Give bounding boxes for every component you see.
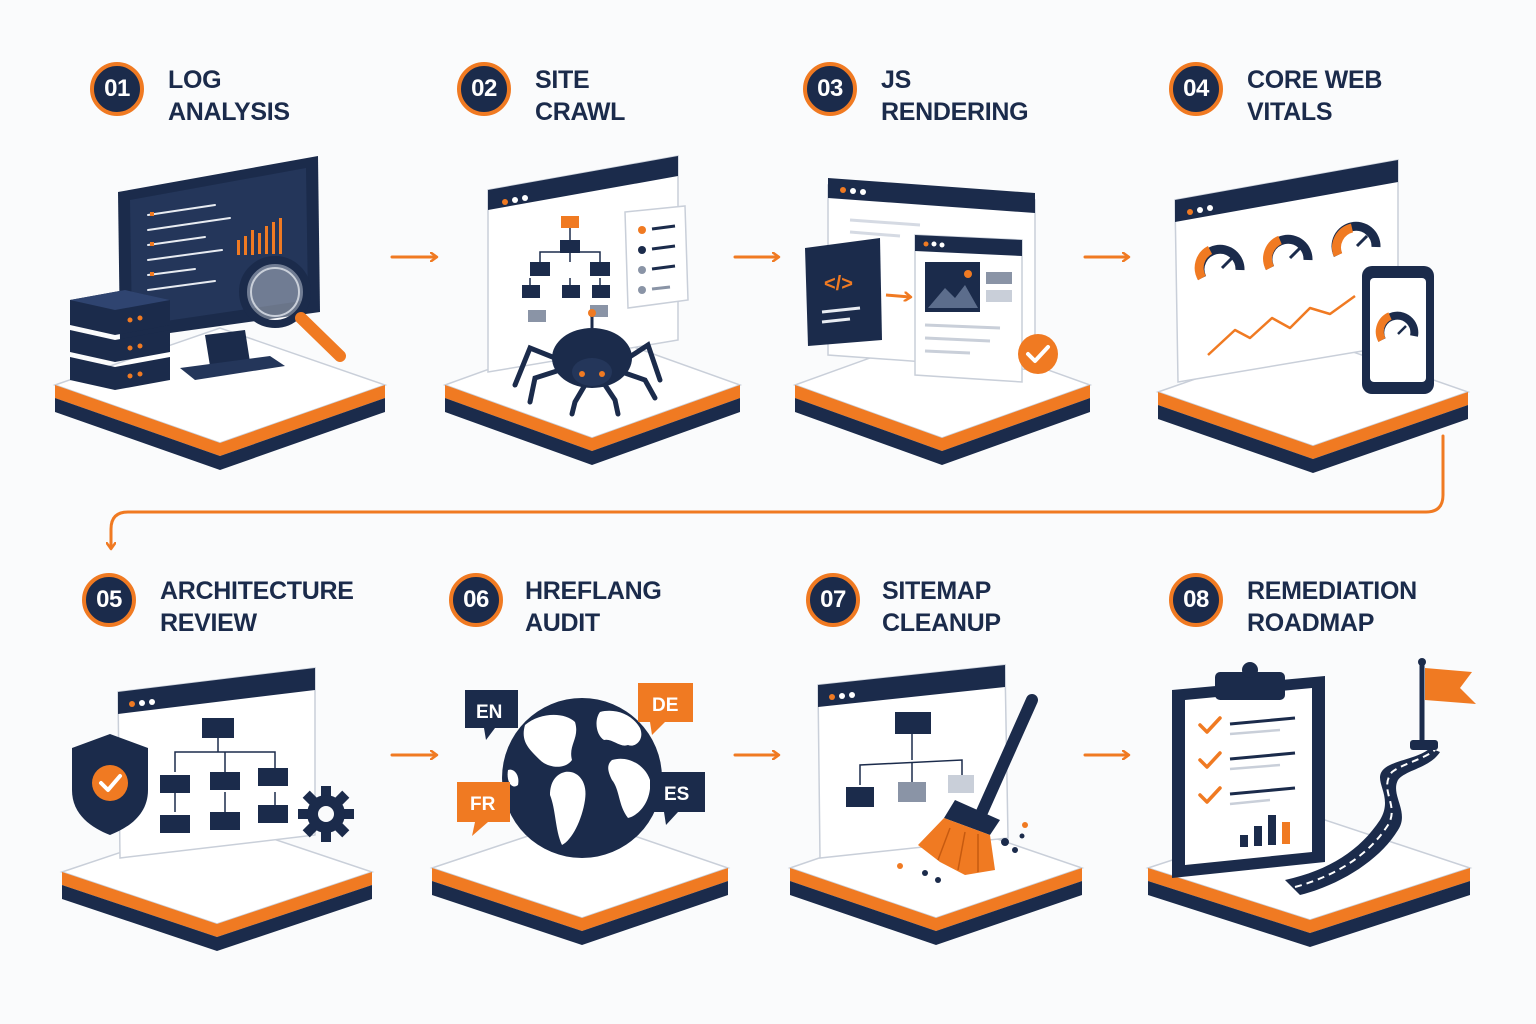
crawler-spider-icon <box>487 155 689 417</box>
language-tag-en: EN <box>476 702 502 723</box>
step-title: CORE WEB VITALS <box>1247 66 1383 126</box>
step-number-badge: 08 <box>1169 573 1223 627</box>
log-analysis-monitor-icon <box>70 156 346 390</box>
step-title: JS RENDERING <box>881 66 1029 126</box>
step-title: SITEMAP CLEANUP <box>882 577 1001 637</box>
language-tag-de: DE <box>652 695 678 716</box>
step-number-badge: 02 <box>457 62 511 116</box>
code-rendering-icon: </> <box>805 178 1058 383</box>
step-number-badge: 04 <box>1169 62 1223 116</box>
site-architecture-icon <box>72 667 354 859</box>
platform-08 <box>1145 814 1473 947</box>
language-tag-es: ES <box>664 784 689 805</box>
step-number-badge: 06 <box>449 573 503 627</box>
gauges-icon <box>1174 159 1434 394</box>
step-number-badge: 07 <box>806 573 860 627</box>
platform-06 <box>429 817 731 945</box>
broom-sitemap-icon <box>817 664 1038 883</box>
step-title: SITE CRAWL <box>535 66 626 126</box>
step-title: LOG ANALYSIS <box>168 66 290 126</box>
code-glyph: </> <box>824 273 853 295</box>
roadmap-clipboard-icon <box>1172 658 1476 895</box>
step-number-badge: 05 <box>82 573 136 627</box>
step-number-badge: 01 <box>90 62 144 116</box>
step-title: ARCHITECTURE REVIEW <box>160 577 354 637</box>
step-title: HREFLANG AUDIT <box>525 577 662 637</box>
globe-languages-icon: EN DE FR ES <box>457 683 705 858</box>
step-number-badge: 03 <box>803 62 857 116</box>
step-title: REMEDIATION ROADMAP <box>1247 577 1417 637</box>
language-tag-fr: FR <box>470 794 496 815</box>
platform-07 <box>787 817 1085 945</box>
flow-arrow <box>111 257 1445 755</box>
